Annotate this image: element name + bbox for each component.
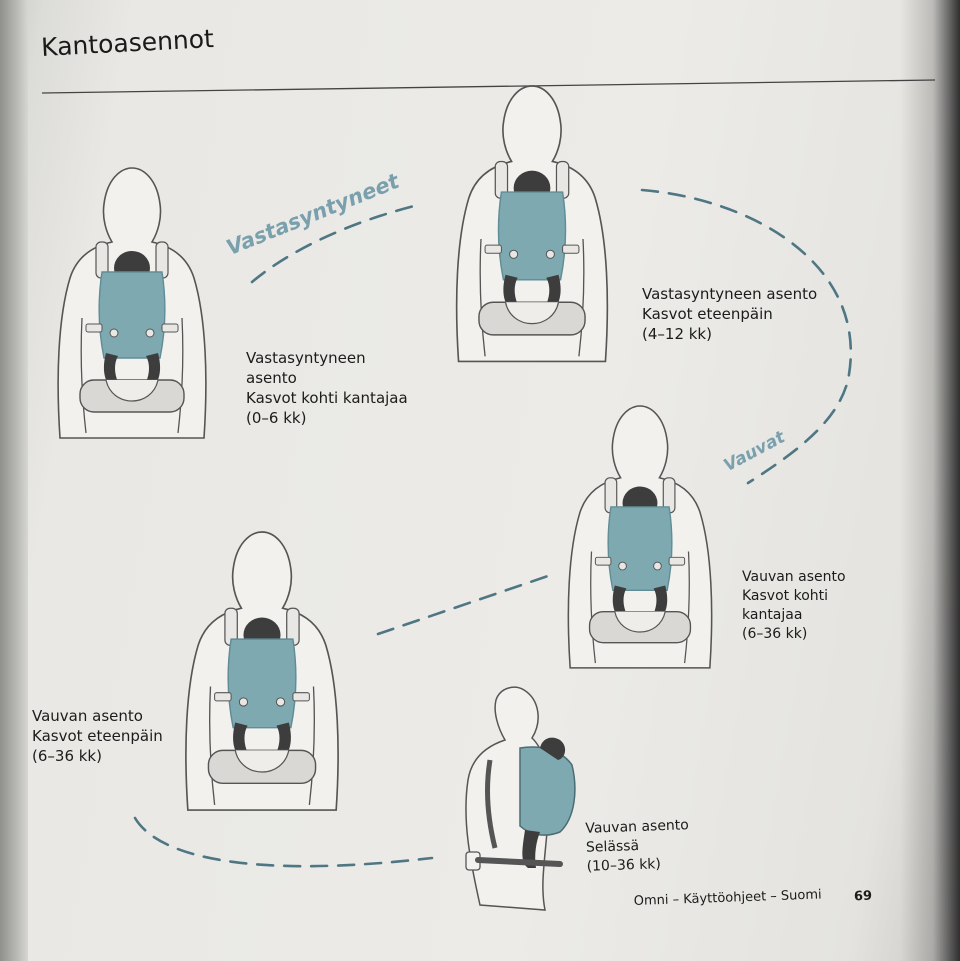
baby-leg-left [503, 274, 518, 309]
figure-newborn-facing-in [57, 167, 207, 439]
side-buckle-left [214, 692, 232, 702]
waist-belt-side [475, 857, 563, 867]
figure-newborn-facing-out [455, 85, 609, 363]
page-number: 69 [853, 888, 873, 905]
baby-leg-right [276, 722, 291, 757]
baby-leg-left [612, 585, 627, 618]
back-carrier-panel [519, 746, 576, 836]
dash-segment-3 [376, 574, 550, 636]
caption-baby-on-back: Vauvan asento Selässä (10–36 kk) [585, 817, 690, 875]
carrier-panel [98, 271, 166, 359]
snap-right [653, 561, 662, 571]
carrier-panel [227, 638, 297, 729]
title-rule [41, 79, 936, 94]
arm-line-left [209, 686, 216, 806]
snap-right [545, 249, 555, 259]
snap-left [238, 697, 249, 707]
snap-right [145, 328, 155, 338]
side-buckle-right [292, 692, 310, 702]
dash-segment-1 [250, 203, 420, 284]
arm-line-right [683, 551, 690, 664]
figure-group [57, 167, 207, 439]
baby-leg-right [546, 274, 561, 309]
figure-group [185, 531, 339, 811]
dash-segment-2 [640, 188, 853, 485]
seat-pocket [504, 302, 560, 325]
arm-line-right [308, 686, 315, 806]
progression-dashed-path [133, 188, 853, 868]
baby-head-on-back [540, 737, 566, 760]
arm-line-left [590, 551, 597, 664]
arm-line-right [177, 317, 184, 434]
baby-leg-left [233, 722, 248, 757]
side-buckle-right [562, 244, 580, 254]
side-buckle-left [85, 323, 103, 333]
side-buckle-left [594, 556, 612, 566]
book-spine [0, 0, 28, 961]
baby-leg-on-back [522, 830, 540, 868]
figure-group [567, 405, 713, 669]
caption-newborn-facing-in: Vastasyntyneen asento Kasvot kohti kanta… [246, 349, 408, 427]
seat-pocket [105, 379, 159, 402]
seat-pocket [614, 611, 666, 633]
figure-baby-facing-in [567, 405, 713, 669]
baby-leg-right [146, 353, 161, 386]
baby-leg-right [653, 585, 668, 618]
snap-right [275, 697, 286, 707]
carrier-panel [607, 506, 673, 591]
dash-segment-4 [133, 816, 434, 868]
seat-pocket [234, 750, 290, 773]
side-buckle-left [484, 244, 502, 254]
carrier-panel [497, 191, 567, 281]
baby-leg-left [103, 353, 118, 386]
caption-baby-facing-out: Vauvan asento Kasvot eteenpäin (6–36 kk) [32, 707, 163, 765]
arm-line-left [479, 238, 486, 357]
snap-left [109, 328, 119, 338]
snap-left [618, 561, 627, 571]
arm-line-left [80, 317, 87, 434]
arm-line-right [578, 238, 585, 357]
page-edge-shadow [900, 0, 960, 961]
side-buckle-right [668, 556, 686, 566]
caption-baby-facing-in: Vauvan asento Kasvot kohti kantajaa (6–3… [742, 569, 846, 642]
caption-newborn-facing-out: Vastasyntyneen asento Kasvot eteenpäin (… [642, 285, 818, 343]
figure-group [455, 85, 609, 363]
shoulder-strap-side [485, 759, 498, 849]
figure-baby-on-back [465, 686, 576, 911]
snap-left [509, 249, 519, 259]
side-buckle-right [161, 323, 179, 333]
figure-baby-facing-out [185, 531, 339, 811]
